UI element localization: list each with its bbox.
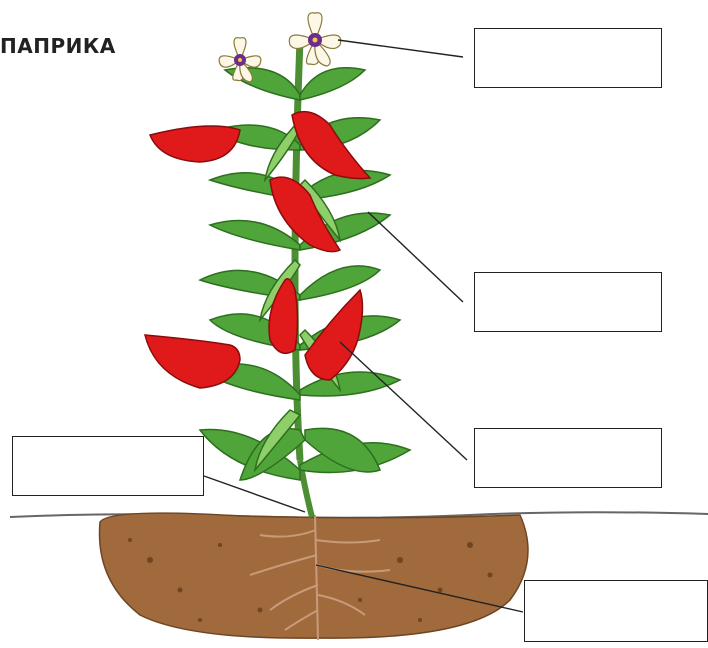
label-box-flower[interactable] bbox=[474, 28, 662, 88]
leader-line-flower bbox=[338, 40, 463, 57]
label-box-root[interactable] bbox=[524, 580, 708, 642]
pepper bbox=[145, 335, 240, 388]
label-box-fruit[interactable] bbox=[474, 428, 662, 488]
leader-line-stem bbox=[204, 476, 305, 512]
pepper bbox=[150, 126, 240, 162]
label-box-stem[interactable] bbox=[12, 436, 204, 496]
peppers bbox=[145, 112, 370, 388]
leader-line-leaf bbox=[368, 212, 463, 302]
flowers bbox=[219, 13, 341, 82]
label-box-leaf[interactable] bbox=[474, 272, 662, 332]
